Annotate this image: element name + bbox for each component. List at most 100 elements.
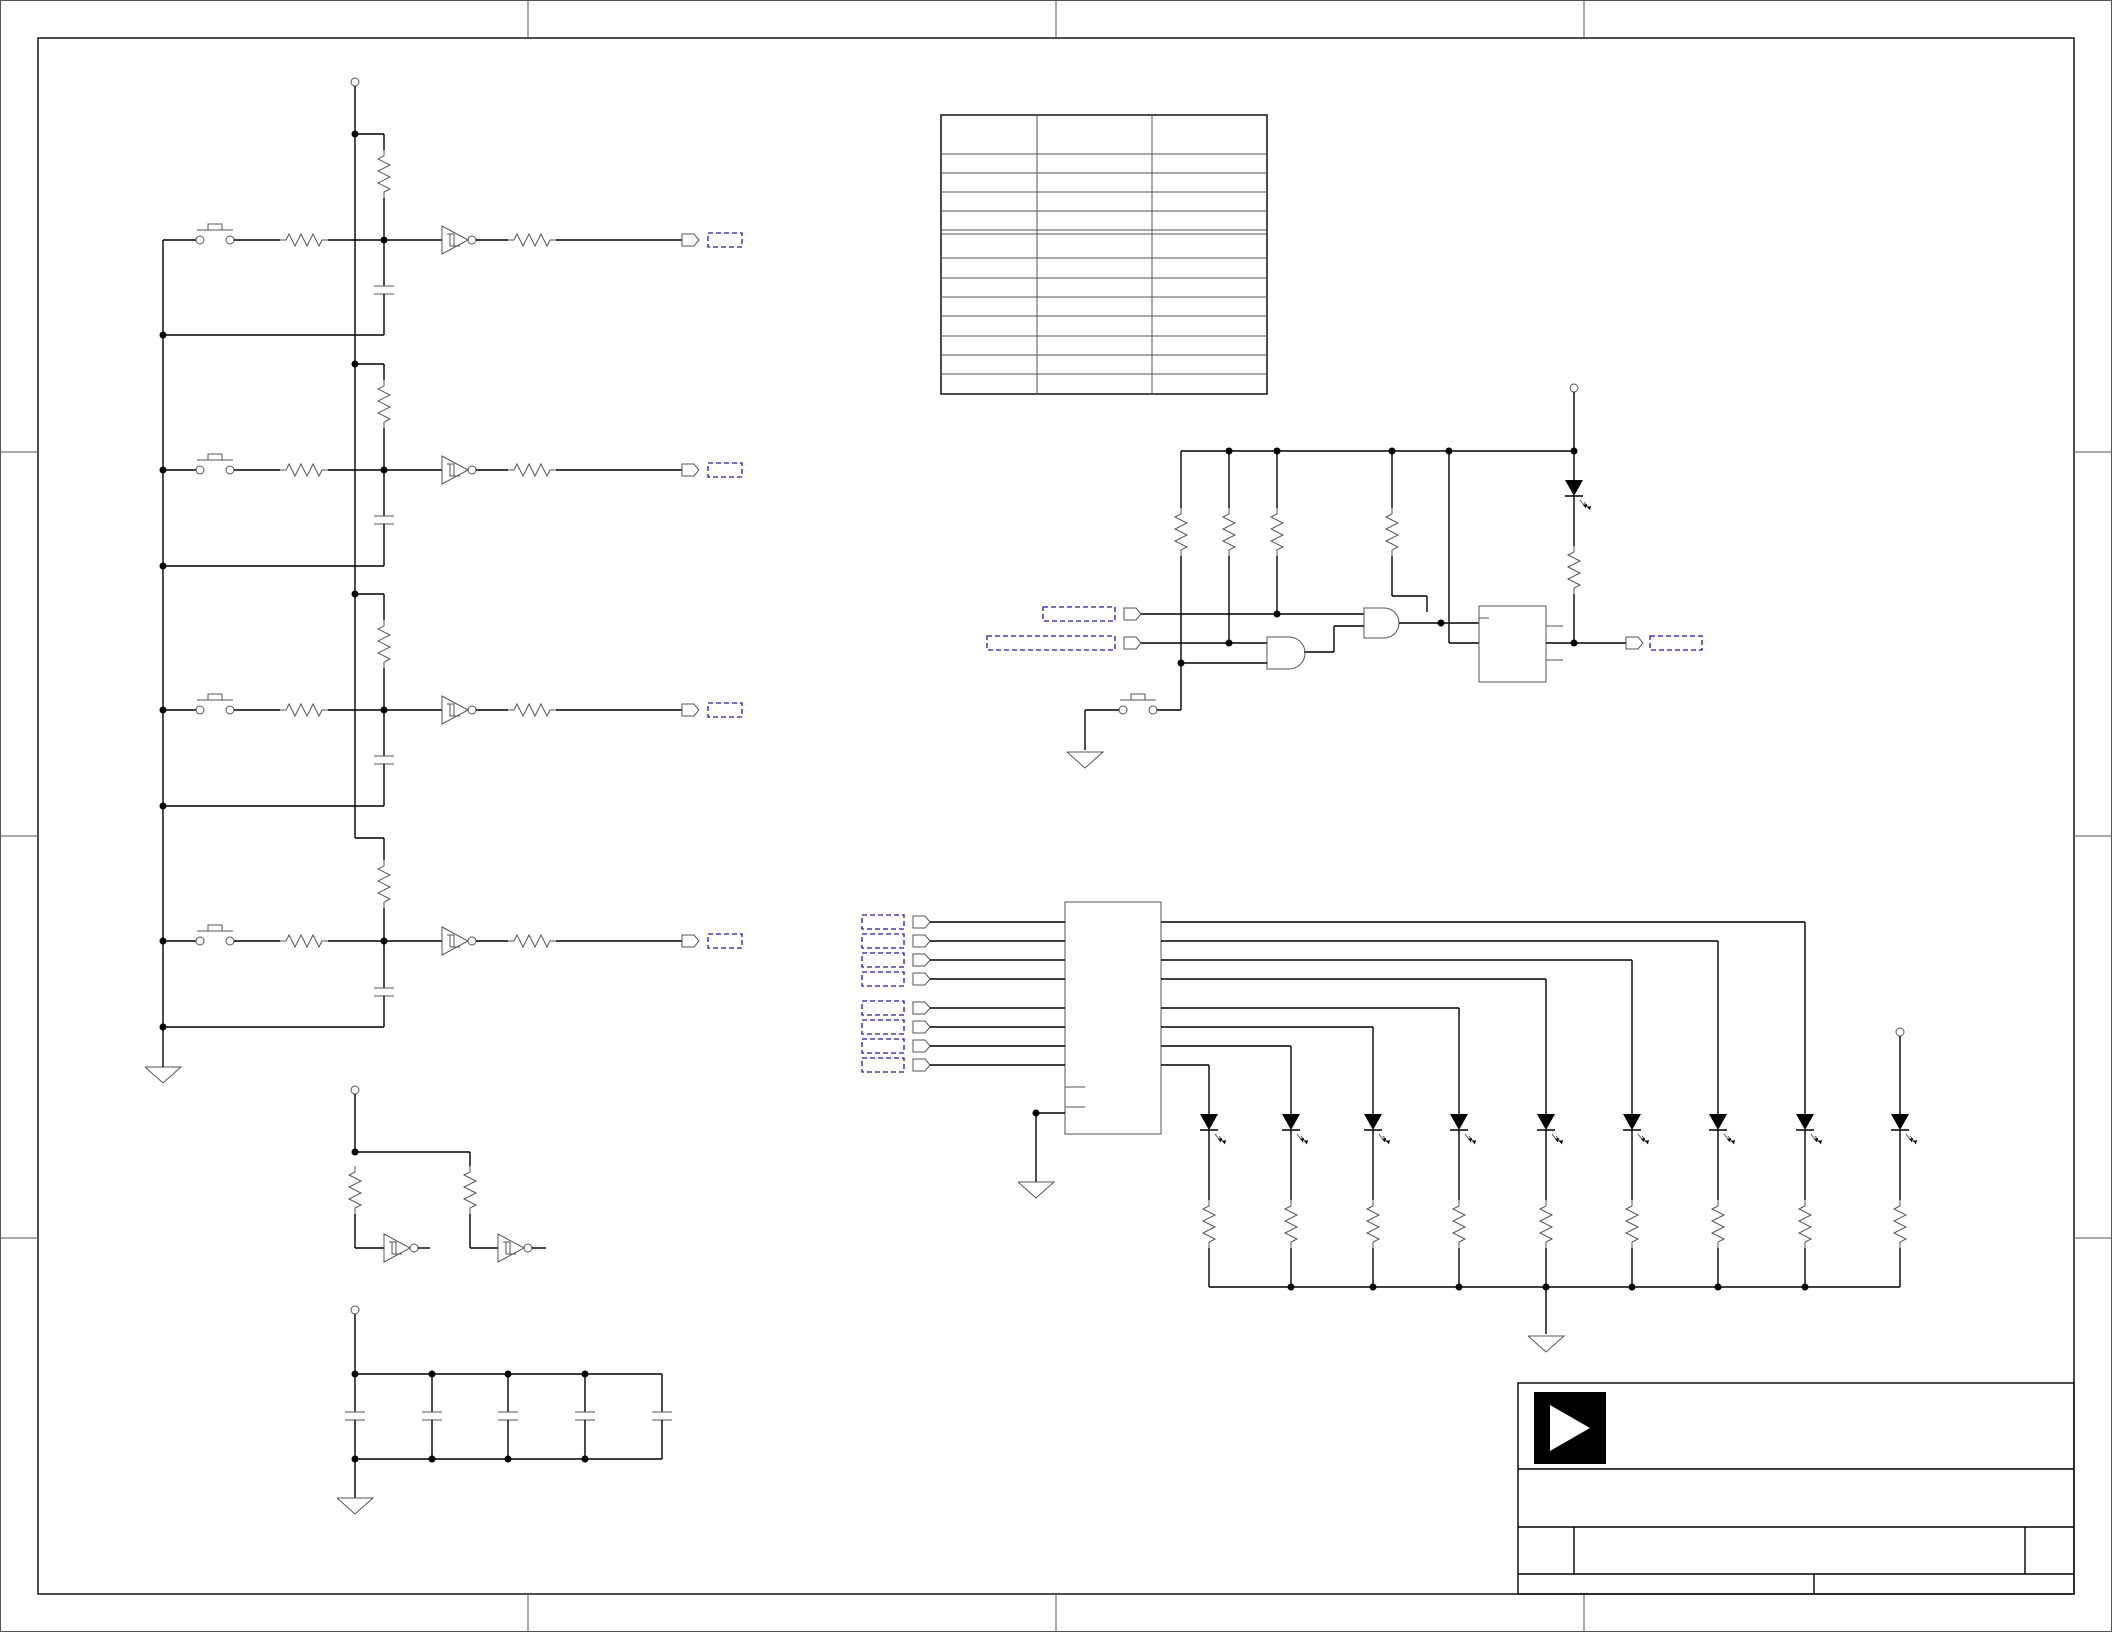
capacitor-icon xyxy=(574,1411,596,1421)
resistor-icon xyxy=(1798,1199,1812,1249)
port-arrow-icon xyxy=(681,934,700,948)
resistor-icon xyxy=(507,233,557,247)
net-label-box xyxy=(861,1019,905,1035)
port-arrow-icon xyxy=(681,463,700,477)
led-icon xyxy=(1890,1113,1918,1145)
resistor-icon xyxy=(279,703,329,717)
led-icon xyxy=(1449,1113,1477,1145)
ground-icon xyxy=(336,1497,374,1515)
resistor-icon xyxy=(1893,1199,1907,1249)
power-terminal-icon xyxy=(1569,383,1579,393)
ground-icon xyxy=(1017,1181,1055,1199)
capacitor-icon xyxy=(344,1411,366,1421)
led-icon xyxy=(1199,1113,1227,1145)
net-label-box xyxy=(707,933,743,949)
led-driver-block xyxy=(861,901,1918,1353)
resistor-icon xyxy=(377,149,391,199)
port-arrow-icon xyxy=(1123,636,1142,650)
power-terminal-icon xyxy=(1895,1027,1905,1037)
led-icon xyxy=(1564,479,1592,511)
resistor-icon xyxy=(507,703,557,717)
port-arrow-icon xyxy=(912,934,931,948)
net-label-box xyxy=(1042,606,1116,622)
resistor-icon xyxy=(377,379,391,429)
resistor-icon xyxy=(1222,507,1236,557)
unused-inverter-block xyxy=(348,1085,546,1263)
port-arrow-icon xyxy=(681,703,700,717)
led-icon xyxy=(1708,1113,1736,1145)
truth-table xyxy=(940,114,1268,395)
and-gate-icon xyxy=(1266,636,1306,670)
resistor-icon xyxy=(507,934,557,948)
net-label-box xyxy=(861,933,905,949)
led-icon xyxy=(1536,1113,1564,1145)
port-arrow-icon xyxy=(912,915,931,929)
reset-ic xyxy=(1478,605,1547,683)
power-terminal-icon xyxy=(350,1305,360,1315)
port-arrow-icon xyxy=(912,972,931,986)
capacitor-icon xyxy=(373,987,395,997)
pushbutton-icon xyxy=(1118,693,1158,715)
resistor-icon xyxy=(507,463,557,477)
and-gate-icon xyxy=(1363,607,1400,639)
net-label-box xyxy=(707,702,743,718)
port-arrow-icon xyxy=(1123,607,1142,621)
pushbutton-icon xyxy=(195,693,235,715)
resistor-icon xyxy=(1625,1199,1639,1249)
resistor-icon xyxy=(1174,507,1188,557)
port-arrow-icon xyxy=(912,1020,931,1034)
net-label-box xyxy=(986,635,1116,651)
resistor-icon xyxy=(1711,1199,1725,1249)
resistor-icon xyxy=(279,934,329,948)
decoupling-capacitors xyxy=(336,1305,673,1515)
net-label-box xyxy=(707,232,743,248)
pushbutton-icon xyxy=(195,223,235,245)
led-icon xyxy=(1622,1113,1650,1145)
ground-icon xyxy=(1527,1335,1565,1353)
pushbutton-icon xyxy=(195,924,235,946)
net-label-box xyxy=(861,1057,905,1073)
resistor-icon xyxy=(377,859,391,909)
capacitor-icon xyxy=(373,755,395,765)
schmitt-inverter-icon xyxy=(441,455,477,485)
schmitt-inverter-icon xyxy=(497,1233,533,1263)
button-channel-3 xyxy=(159,590,743,810)
resistor-icon xyxy=(348,1165,362,1215)
title-block xyxy=(1517,1382,2075,1595)
led-icon xyxy=(1795,1113,1823,1145)
led-icon xyxy=(1363,1113,1391,1145)
schmitt-inverter-icon xyxy=(441,926,477,956)
button-channel-4 xyxy=(159,837,743,1031)
resistor-icon xyxy=(1366,1199,1380,1249)
capacitor-icon xyxy=(373,515,395,525)
button-channel-2 xyxy=(159,360,743,570)
resistor-icon xyxy=(463,1165,477,1215)
play-triangle-icon xyxy=(1534,1392,1606,1464)
resistor-icon xyxy=(1270,507,1284,557)
power-terminal-icon xyxy=(350,77,360,87)
capacitor-icon xyxy=(651,1411,673,1421)
schmitt-inverter-icon xyxy=(441,695,477,725)
resistor-icon xyxy=(279,463,329,477)
port-arrow-icon xyxy=(681,233,700,247)
net-label-box xyxy=(861,914,905,930)
capacitor-icon xyxy=(373,285,395,295)
schmitt-inverter-icon xyxy=(383,1233,419,1263)
led-driver-ic xyxy=(1064,901,1162,1135)
schmitt-inverter-icon xyxy=(441,225,477,255)
net-label-box xyxy=(861,1000,905,1016)
resistor-icon xyxy=(377,619,391,669)
pushbutton-debounce-block xyxy=(144,77,743,1084)
power-terminal-icon xyxy=(350,1085,360,1095)
port-arrow-icon xyxy=(912,953,931,967)
net-label-box xyxy=(861,952,905,968)
net-label-box xyxy=(861,1038,905,1054)
resistor-icon xyxy=(1284,1199,1298,1249)
resistor-icon xyxy=(1567,545,1581,595)
pushbutton-icon xyxy=(195,453,235,475)
port-arrow-icon xyxy=(912,1039,931,1053)
led-icon xyxy=(1281,1113,1309,1145)
port-arrow-icon xyxy=(912,1001,931,1015)
net-label-box xyxy=(1649,635,1703,651)
